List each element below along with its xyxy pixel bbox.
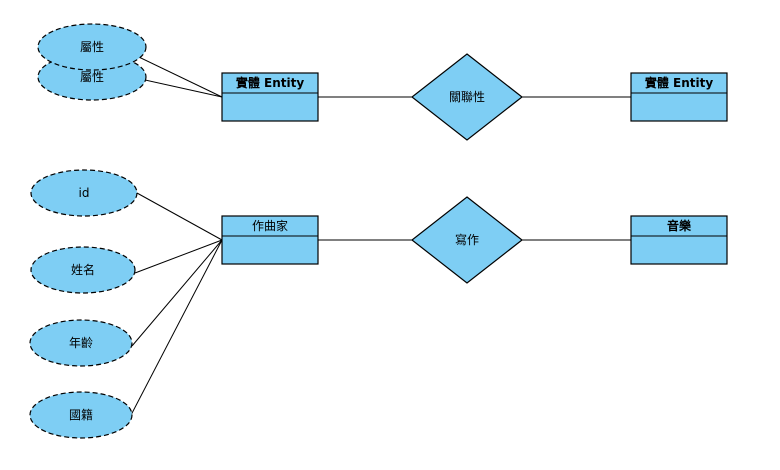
entity-right-1-box: [630, 72, 728, 122]
entity-music-box: [630, 215, 728, 265]
entity-left-1[interactable]: 實體 Entity: [221, 72, 319, 122]
relationship-1[interactable]: 關聯性: [411, 53, 523, 141]
attribute-id[interactable]: id: [30, 169, 138, 217]
attribute-nationality-label: 國籍: [69, 407, 93, 422]
line-age-to-composer: [131, 239, 223, 347]
attribute-age-shape: [29, 319, 133, 367]
attribute-age-label: 年齡: [69, 336, 93, 350]
relationship-write[interactable]: 寫作: [411, 196, 523, 284]
relationship-write-label: 寫作: [455, 232, 479, 247]
relationship-1-label: 關聯性: [449, 90, 485, 104]
entity-left-1-box: [221, 72, 319, 122]
entity-music-label: 音樂: [667, 218, 692, 233]
entity-composer-box: [221, 215, 319, 265]
attribute-name[interactable]: 姓名: [30, 246, 136, 294]
attribute-nationality-shape: [29, 391, 133, 439]
entity-composer-label: 作曲家: [252, 218, 288, 233]
line-name-to-composer: [134, 239, 223, 274]
line-id-to-composer: [136, 192, 223, 241]
relationship-1-diamond: [411, 53, 523, 141]
entity-right-1-label: 實體 Entity: [645, 75, 714, 90]
line-nationality-to-composer: [129, 239, 223, 418]
attribute-nationality[interactable]: 國籍: [29, 391, 133, 439]
attribute-front-shape: [37, 23, 147, 71]
attribute-id-shape: [30, 169, 138, 217]
attribute-back-label: 屬性: [80, 70, 104, 84]
attribute-name-shape: [30, 246, 136, 294]
relationship-write-diamond: [411, 196, 523, 284]
attribute-front-label: 屬性: [80, 40, 104, 54]
entity-left-1-label: 實體 Entity: [236, 75, 305, 90]
attribute-name-label: 姓名: [71, 262, 95, 277]
connector-lines: [117, 47, 631, 418]
attribute-id-label: id: [79, 186, 90, 200]
entity-right-1[interactable]: 實體 Entity: [630, 72, 728, 122]
entity-composer[interactable]: 作曲家: [221, 215, 319, 265]
attribute-front[interactable]: 屬性: [37, 23, 147, 71]
attribute-age[interactable]: 年齡: [29, 319, 133, 367]
entity-music[interactable]: 音樂: [630, 215, 728, 265]
